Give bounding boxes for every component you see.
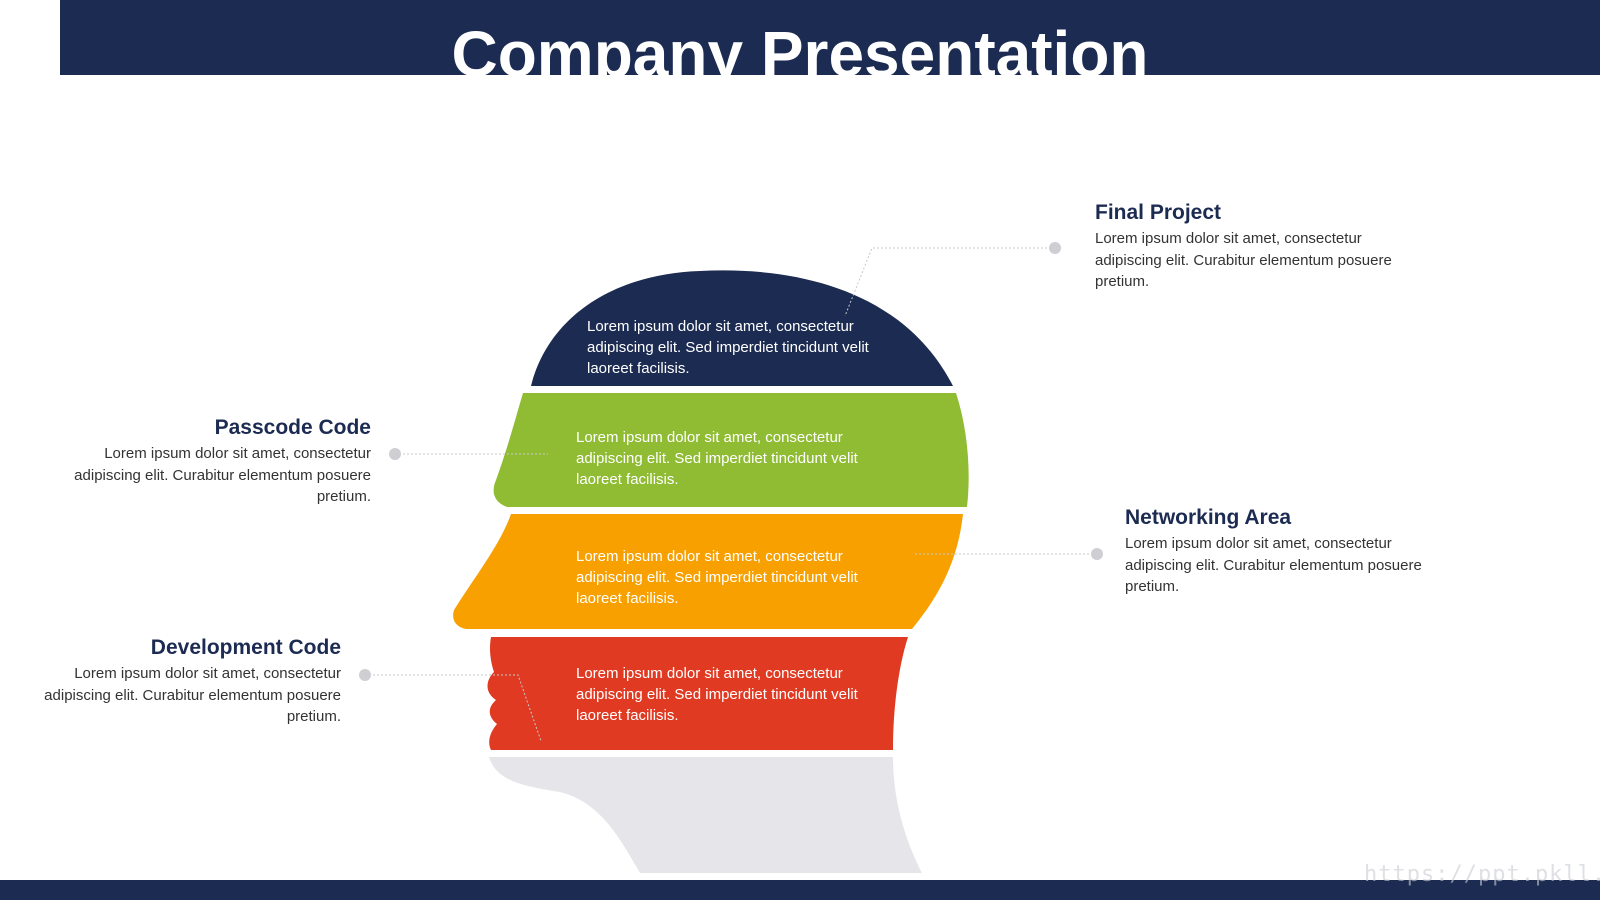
band-chin-text: Lorem ipsum dolor sit amet, consectetur … bbox=[576, 665, 858, 724]
band-nose-text: Lorem ipsum dolor sit amet, consectetur … bbox=[576, 548, 858, 607]
connector-dot-networking-area bbox=[1091, 548, 1103, 560]
band-crown-text: Lorem ipsum dolor sit amet, consectetur … bbox=[587, 318, 869, 377]
label-networking-area-desc: Lorem ipsum dolor sit amet, consectetur … bbox=[1125, 535, 1422, 595]
label-final-project-title: Final Project bbox=[1095, 201, 1222, 224]
label-passcode-code-desc: Lorem ipsum dolor sit amet, consectetur … bbox=[74, 445, 371, 505]
connector-final-project bbox=[844, 247, 1055, 317]
connector-dot-development-code bbox=[359, 669, 371, 681]
slide-title: Company Presentation bbox=[451, 18, 1149, 75]
connector-dot-final-project bbox=[1049, 242, 1061, 254]
label-networking-area: Networking Area Lorem ipsum dolor sit am… bbox=[1125, 505, 1445, 598]
label-development-code: Development Code Lorem ipsum dolor sit a… bbox=[21, 635, 341, 728]
label-networking-area-title: Networking Area bbox=[1125, 506, 1292, 529]
label-passcode-code: Passcode Code Lorem ipsum dolor sit amet… bbox=[51, 415, 371, 508]
corner-decoration bbox=[0, 0, 60, 75]
label-final-project-desc: Lorem ipsum dolor sit amet, consectetur … bbox=[1095, 230, 1392, 290]
label-passcode-code-title: Passcode Code bbox=[214, 416, 371, 439]
band-chin bbox=[487, 637, 908, 750]
header-bar: Company Presentation bbox=[0, 0, 1600, 75]
watermark: https://ppt.pkll.de bbox=[1364, 862, 1600, 887]
footer-bar bbox=[0, 880, 1600, 900]
label-development-code-desc: Lorem ipsum dolor sit amet, consectetur … bbox=[44, 665, 341, 725]
label-development-code-title: Development Code bbox=[150, 636, 341, 659]
band-neck bbox=[489, 757, 922, 873]
label-final-project: Final Project Lorem ipsum dolor sit amet… bbox=[1095, 200, 1415, 293]
connector-development-code bbox=[365, 674, 542, 742]
band-crown bbox=[531, 270, 953, 386]
band-nose bbox=[453, 514, 963, 629]
band-forehead-text: Lorem ipsum dolor sit amet, consectetur … bbox=[576, 429, 858, 488]
band-forehead bbox=[493, 393, 969, 507]
connector-dot-passcode-code bbox=[389, 448, 401, 460]
